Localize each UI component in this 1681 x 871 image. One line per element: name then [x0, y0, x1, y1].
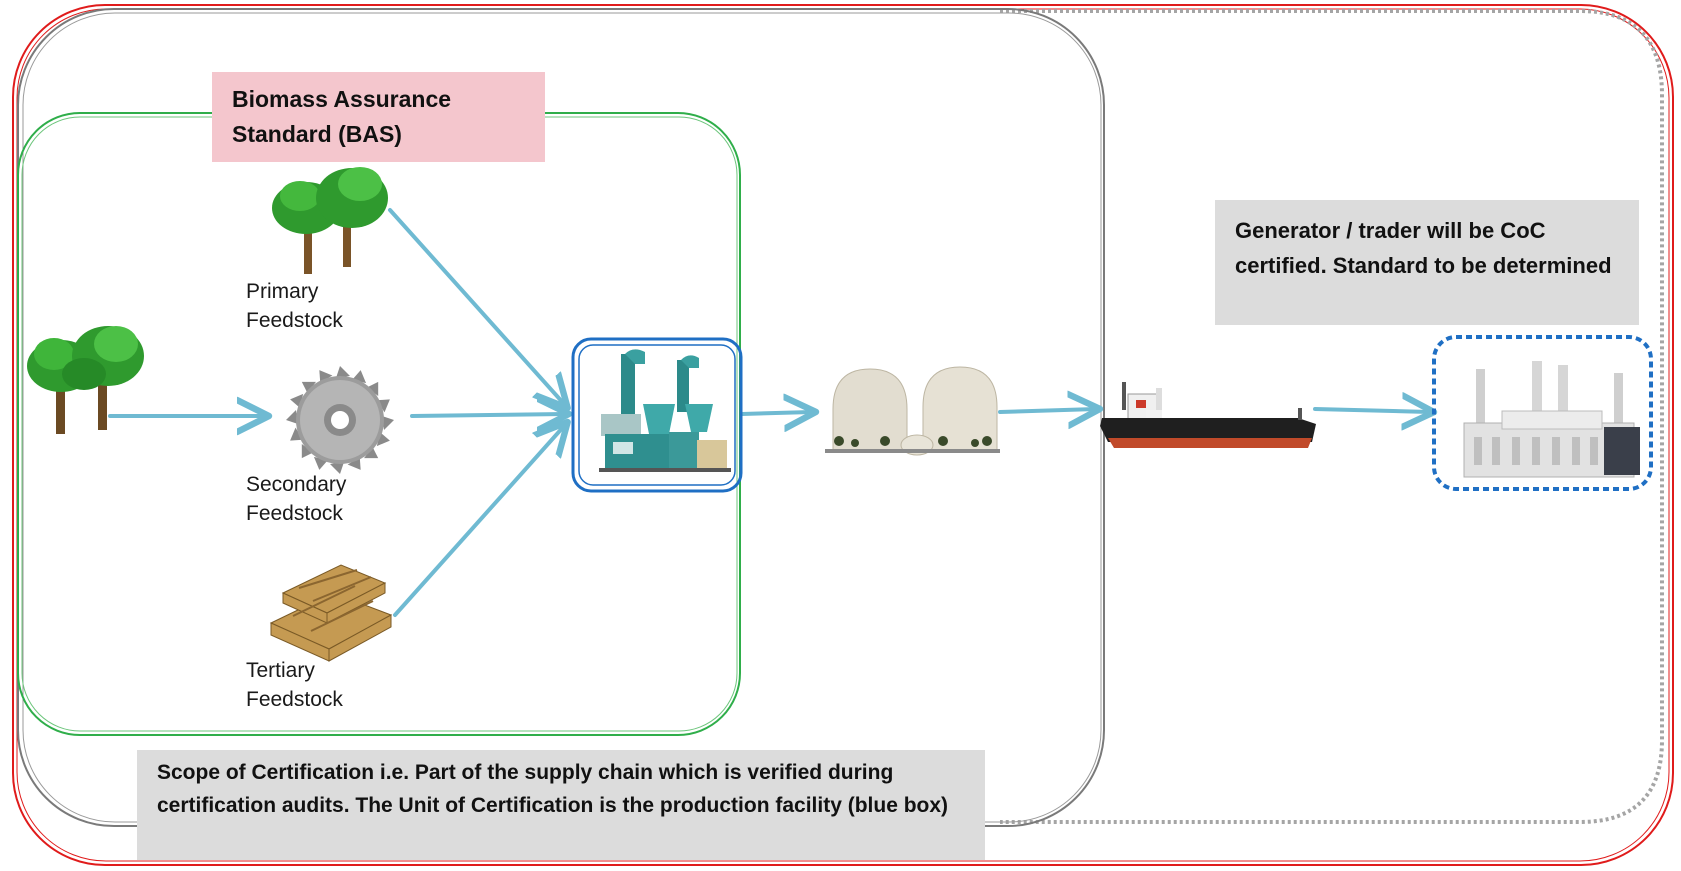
bas-label: Biomass Assurance Standard (BAS) — [212, 72, 545, 162]
power-station-icon — [1463, 361, 1640, 478]
pellet-mill-icon — [599, 349, 731, 472]
generator-note: Generator / trader will be CoC certified… — [1215, 200, 1639, 325]
wooden-pallets-icon — [269, 564, 393, 662]
secondary-feedstock-label: Secondary Feedstock — [246, 473, 347, 525]
tertiary-feedstock-label: Tertiary Feedstock — [246, 659, 343, 711]
arrow-mill-to-storage — [740, 412, 812, 414]
arrow-ship-to-generator — [1313, 409, 1430, 412]
outer-border — [12, 4, 1674, 866]
coc-region-border — [1000, 9, 1664, 824]
storage-domes-icon — [825, 366, 1000, 456]
scope-note: Scope of Certification i.e. Part of the … — [137, 750, 985, 860]
unit-of-certification-box — [571, 337, 743, 493]
arrow-tertiary-to-mill — [393, 425, 565, 617]
cargo-ship-icon — [1100, 382, 1316, 448]
arrow-primary-to-mill — [388, 208, 565, 405]
primary-feedstock-label: Primary Feedstock — [246, 280, 343, 332]
arrow-saw-to-mill — [410, 414, 565, 416]
generator-box — [1432, 335, 1653, 491]
trees-icon — [27, 326, 144, 434]
arrow-storage-to-ship — [998, 409, 1096, 412]
saw-blade-icon — [286, 366, 394, 474]
trees-icon — [272, 167, 388, 274]
